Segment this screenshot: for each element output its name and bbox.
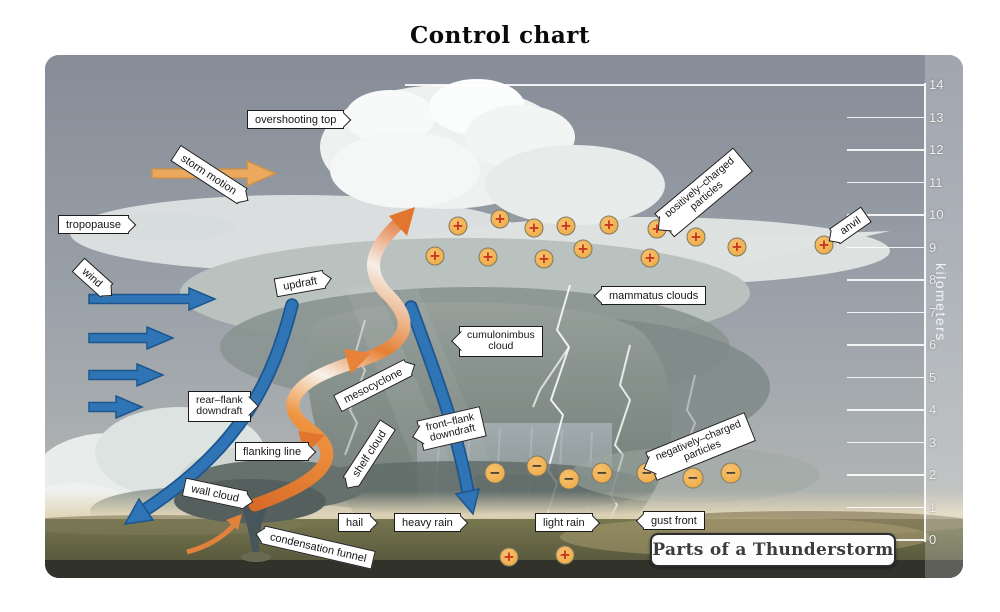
km-tick xyxy=(847,214,925,216)
km-tick xyxy=(847,376,925,379)
km-tick xyxy=(847,181,925,184)
km-tick-label: 7 xyxy=(929,304,937,320)
km-tick-label: 9 xyxy=(929,239,937,255)
arrow-tip-icon xyxy=(657,216,674,232)
km-tick xyxy=(847,116,925,119)
page-title: Control chart xyxy=(409,22,591,49)
km-tick-label: 12 xyxy=(929,142,944,157)
km-tick-label: 0 xyxy=(929,532,937,547)
km-tick xyxy=(847,409,925,411)
wind-arrows xyxy=(88,286,217,420)
plus-charge-icon: + xyxy=(499,547,519,567)
minus-charge-icon: − xyxy=(720,462,742,484)
plus-charge-icon: + xyxy=(448,216,468,236)
km-tick-label: 13 xyxy=(929,109,944,125)
label-mammatus-clouds: mammatus clouds xyxy=(593,286,707,306)
cumulonimbus-cloud-art xyxy=(70,79,890,525)
minus-charge-icon: − xyxy=(558,468,580,490)
km-tick xyxy=(847,311,925,314)
label-flanking-line: flanking line xyxy=(235,442,317,462)
km-tick xyxy=(847,149,925,151)
label-tropopause: tropopause xyxy=(58,215,137,235)
plus-charge-icon: + xyxy=(425,246,445,266)
updraft-spiral-arrow xyxy=(248,207,415,512)
plus-charge-icon: + xyxy=(490,209,510,229)
km-tick-label: 5 xyxy=(929,369,937,385)
label-rear-flank-downdraft: rear–flank downdraft xyxy=(188,391,259,422)
plus-charge-icon: + xyxy=(599,215,619,235)
arrow-tip-icon xyxy=(344,475,358,489)
condensation-funnel-arrow xyxy=(186,514,242,555)
km-tick-label: 2 xyxy=(929,467,937,482)
label-overshooting-top: overshooting top xyxy=(247,110,352,130)
label-hail: hail xyxy=(338,513,379,533)
plus-charge-icon: + xyxy=(478,247,498,267)
km-tick-label: 1 xyxy=(929,499,937,515)
altitude-axis xyxy=(924,83,926,542)
km-tick-label: 3 xyxy=(929,434,937,450)
km-tick-label: 8 xyxy=(929,272,937,287)
plus-charge-icon: + xyxy=(640,248,660,268)
arrow-tip-icon xyxy=(828,230,842,243)
km-tick-label: 4 xyxy=(929,402,937,417)
km-tick-label: 10 xyxy=(929,207,944,222)
label-light-rain: light rain xyxy=(535,513,600,533)
arrow-tip-icon xyxy=(100,284,113,297)
plus-charge-icon: + xyxy=(727,237,747,257)
storm-illustration xyxy=(45,55,963,578)
minus-charge-icon: − xyxy=(591,462,613,484)
plus-charge-icon: + xyxy=(556,216,576,236)
label-heavy-rain: heavy rain xyxy=(394,513,469,533)
km-tick xyxy=(405,84,925,86)
minus-charge-icon: − xyxy=(484,462,506,484)
minus-charge-icon: − xyxy=(682,467,704,489)
km-tick xyxy=(847,246,925,249)
minus-charge-icon: − xyxy=(526,455,548,477)
km-tick xyxy=(847,441,925,444)
plus-charge-icon: + xyxy=(686,227,706,247)
km-tick-label: 6 xyxy=(929,337,937,352)
km-tick-label: 11 xyxy=(929,174,943,190)
arrow-tip-icon xyxy=(235,189,249,203)
km-tick-label: 14 xyxy=(929,77,944,92)
km-tick xyxy=(847,474,925,476)
plus-charge-icon: + xyxy=(524,218,544,238)
label-cumulonimbus-cloud: cumulonimbus cloud xyxy=(451,326,543,357)
km-tick xyxy=(847,279,925,281)
km-tick xyxy=(847,506,925,509)
label-gust-front: gust front xyxy=(635,511,705,531)
plus-charge-icon: + xyxy=(555,545,575,565)
plus-charge-icon: + xyxy=(534,249,554,269)
altitude-scale-strip xyxy=(925,55,963,578)
km-tick xyxy=(847,344,925,346)
plus-charge-icon: + xyxy=(573,239,593,259)
diagram-caption: Parts of a Thunderstorm xyxy=(650,533,896,567)
altitude-unit-label: kilometers xyxy=(933,263,949,342)
